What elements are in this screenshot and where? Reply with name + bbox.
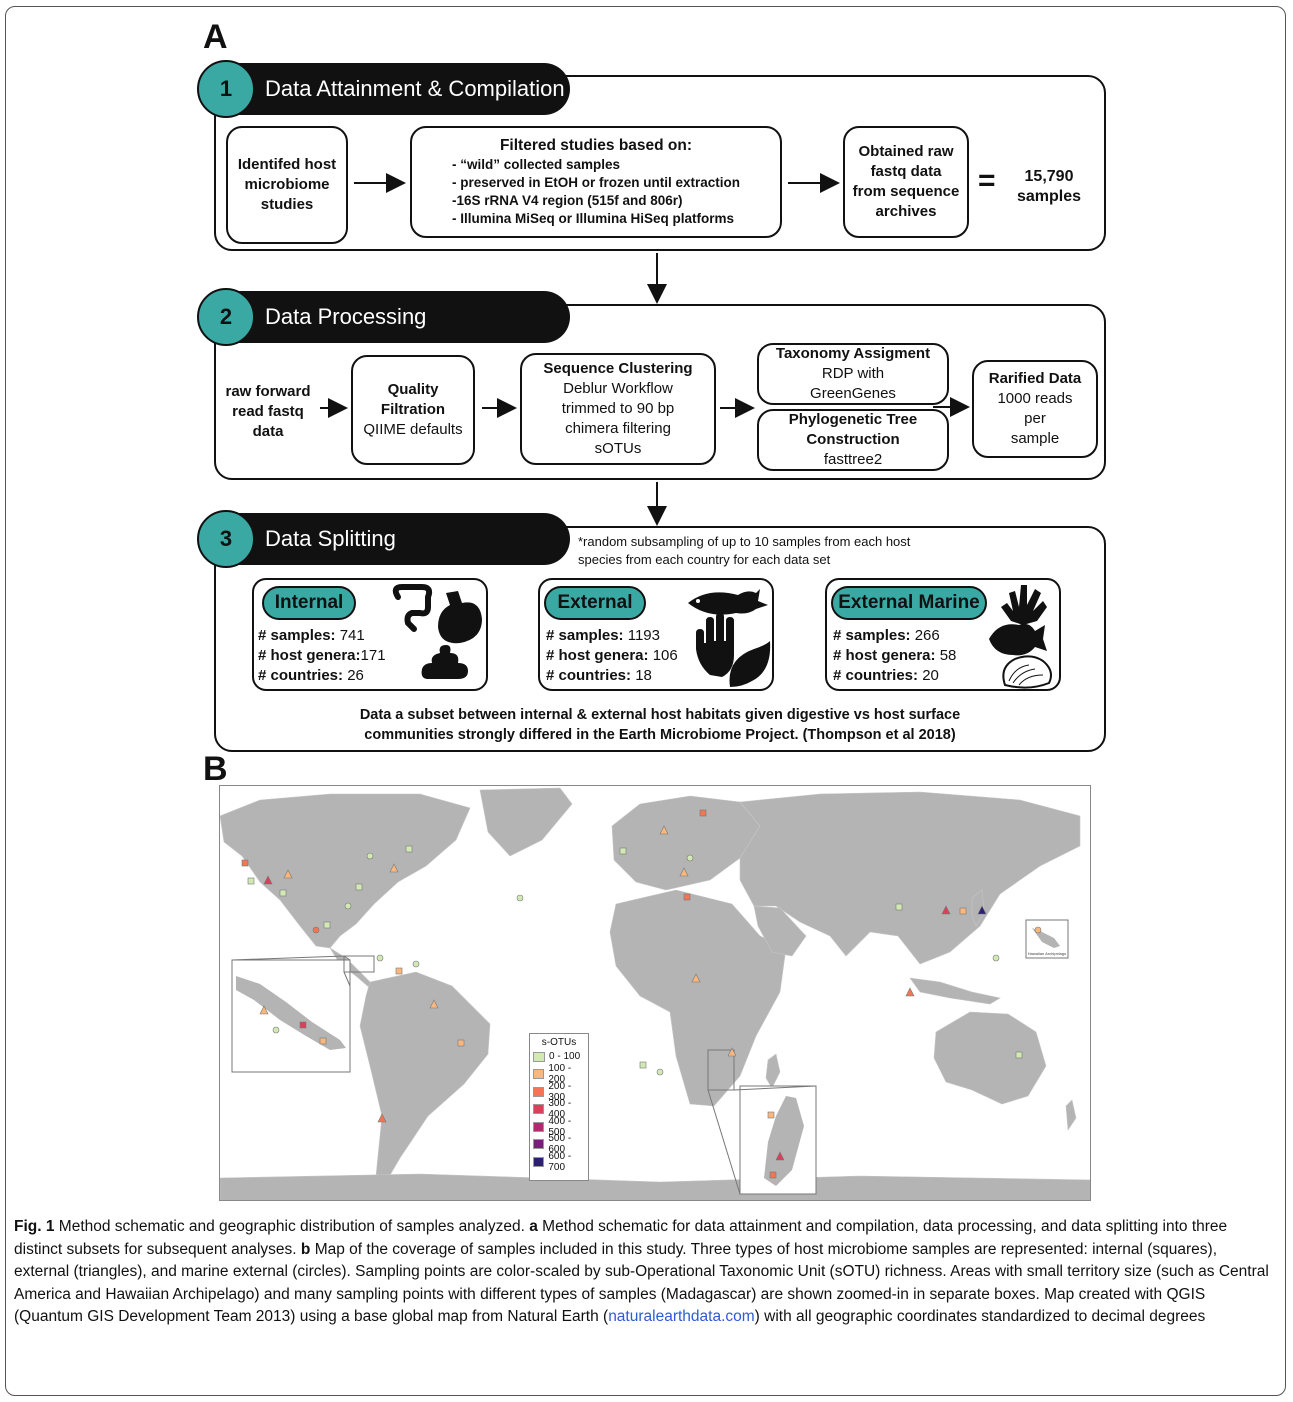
- section-data-attainment: [214, 75, 1106, 251]
- north-america: [220, 793, 471, 949]
- step1-title: Data Attainment & Compilation: [225, 63, 570, 115]
- world-map-svg: Hawaiian Archipelago: [220, 787, 1090, 1200]
- legend-title: s-OTUs: [541, 1037, 577, 1048]
- clam-icon: [1002, 655, 1052, 689]
- marine-icons: [989, 585, 1052, 689]
- leaf-icon: [729, 641, 771, 687]
- legend-item: 600 - 700: [530, 1151, 588, 1173]
- hand-icon: [696, 613, 734, 677]
- asia: [739, 791, 1081, 965]
- continents: [220, 787, 1090, 1200]
- new-zealand: [1065, 1099, 1077, 1131]
- legend-item: 0 - 100: [530, 1048, 588, 1066]
- south-america: [359, 971, 491, 1183]
- central-america-inset: [231, 955, 375, 1073]
- external-subset-box: [538, 578, 774, 691]
- legend-swatch: [533, 1051, 545, 1062]
- internal-subset-box: [252, 578, 488, 691]
- legend-swatch: [533, 1104, 545, 1115]
- map-legend: s-OTUs 0 - 100 100 - 200 200 - 300 300 -…: [529, 1033, 589, 1181]
- panel-b-label: B: [203, 750, 228, 788]
- external-marine-subset-box: [825, 578, 1061, 691]
- external-marine-title: External Marine: [831, 586, 987, 620]
- tropical-fish-icon: [989, 623, 1047, 656]
- fish-icon: [688, 589, 768, 615]
- legend-item: 100 - 200: [530, 1063, 588, 1085]
- legend-swatch: [533, 1121, 545, 1132]
- step3-title: Data Splitting: [225, 513, 570, 565]
- africa: [609, 889, 787, 1107]
- legend-item: 500 - 600: [530, 1133, 588, 1155]
- subsampling-note: *random subsampling of up to 10 samples …: [578, 534, 911, 567]
- equals-sign: =: [978, 164, 996, 197]
- sample-points: [241, 809, 1042, 1179]
- stomach-icon: [438, 591, 482, 644]
- figure-frame: [5, 6, 1286, 1396]
- legend-item: 300 - 400: [530, 1098, 588, 1120]
- step3-number: 3: [197, 510, 255, 568]
- legend-item: 400 - 500: [530, 1116, 588, 1138]
- step2-title: Data Processing: [225, 291, 570, 343]
- subset-footnote: Data a subset between internal & externa…: [359, 707, 961, 743]
- legend-swatch: [533, 1069, 545, 1080]
- section-data-splitting: [214, 526, 1106, 752]
- poop-icon: [421, 645, 468, 679]
- internal-icons: [392, 584, 482, 679]
- antarctica: [220, 1173, 1090, 1200]
- hawaii-label: Hawaiian Archipelago: [1028, 951, 1067, 956]
- arabia: [753, 905, 807, 957]
- greenland: [479, 787, 573, 857]
- panel-a-label: A: [203, 18, 228, 56]
- legend-swatch: [533, 1086, 545, 1097]
- legend-item: 200 - 300: [530, 1081, 588, 1103]
- legend-swatch: [533, 1156, 545, 1167]
- section-data-processing: [214, 304, 1106, 480]
- australia: [933, 1011, 1047, 1105]
- hawaii-inset: Hawaiian Archipelago: [1025, 919, 1069, 959]
- internal-title: Internal: [262, 586, 356, 620]
- figure-caption: Fig. 1 Method schematic and geographic d…: [14, 1218, 1269, 1325]
- coral-icon: [1001, 585, 1047, 625]
- natural-earth-link[interactable]: naturalearthdata.com: [608, 1308, 755, 1325]
- external-icons: [688, 589, 771, 687]
- filtered-studies-box: Filtered studies based on: - “wild” coll…: [410, 126, 782, 238]
- step2-number: 2: [197, 288, 255, 346]
- world-map: Hawaiian Archipelago: [219, 785, 1091, 1201]
- indonesia: [909, 977, 1001, 1005]
- intestine-icon: [392, 584, 433, 632]
- madagascar-inset: [707, 1049, 817, 1195]
- external-title: External: [544, 586, 646, 620]
- legend-swatch: [533, 1139, 545, 1150]
- internal-stats: # samples: 741 # host genera:171 # count…: [258, 627, 386, 684]
- step1-number: 1: [197, 60, 255, 118]
- fig-label: Fig. 1: [14, 1218, 55, 1235]
- external-marine-stats: # samples: 266 # host genera: 58 # count…: [833, 627, 957, 684]
- madagascar: [765, 1053, 781, 1089]
- external-stats: # samples: 1193 # host genera: 106 # cou…: [546, 627, 678, 684]
- japan: [971, 889, 985, 927]
